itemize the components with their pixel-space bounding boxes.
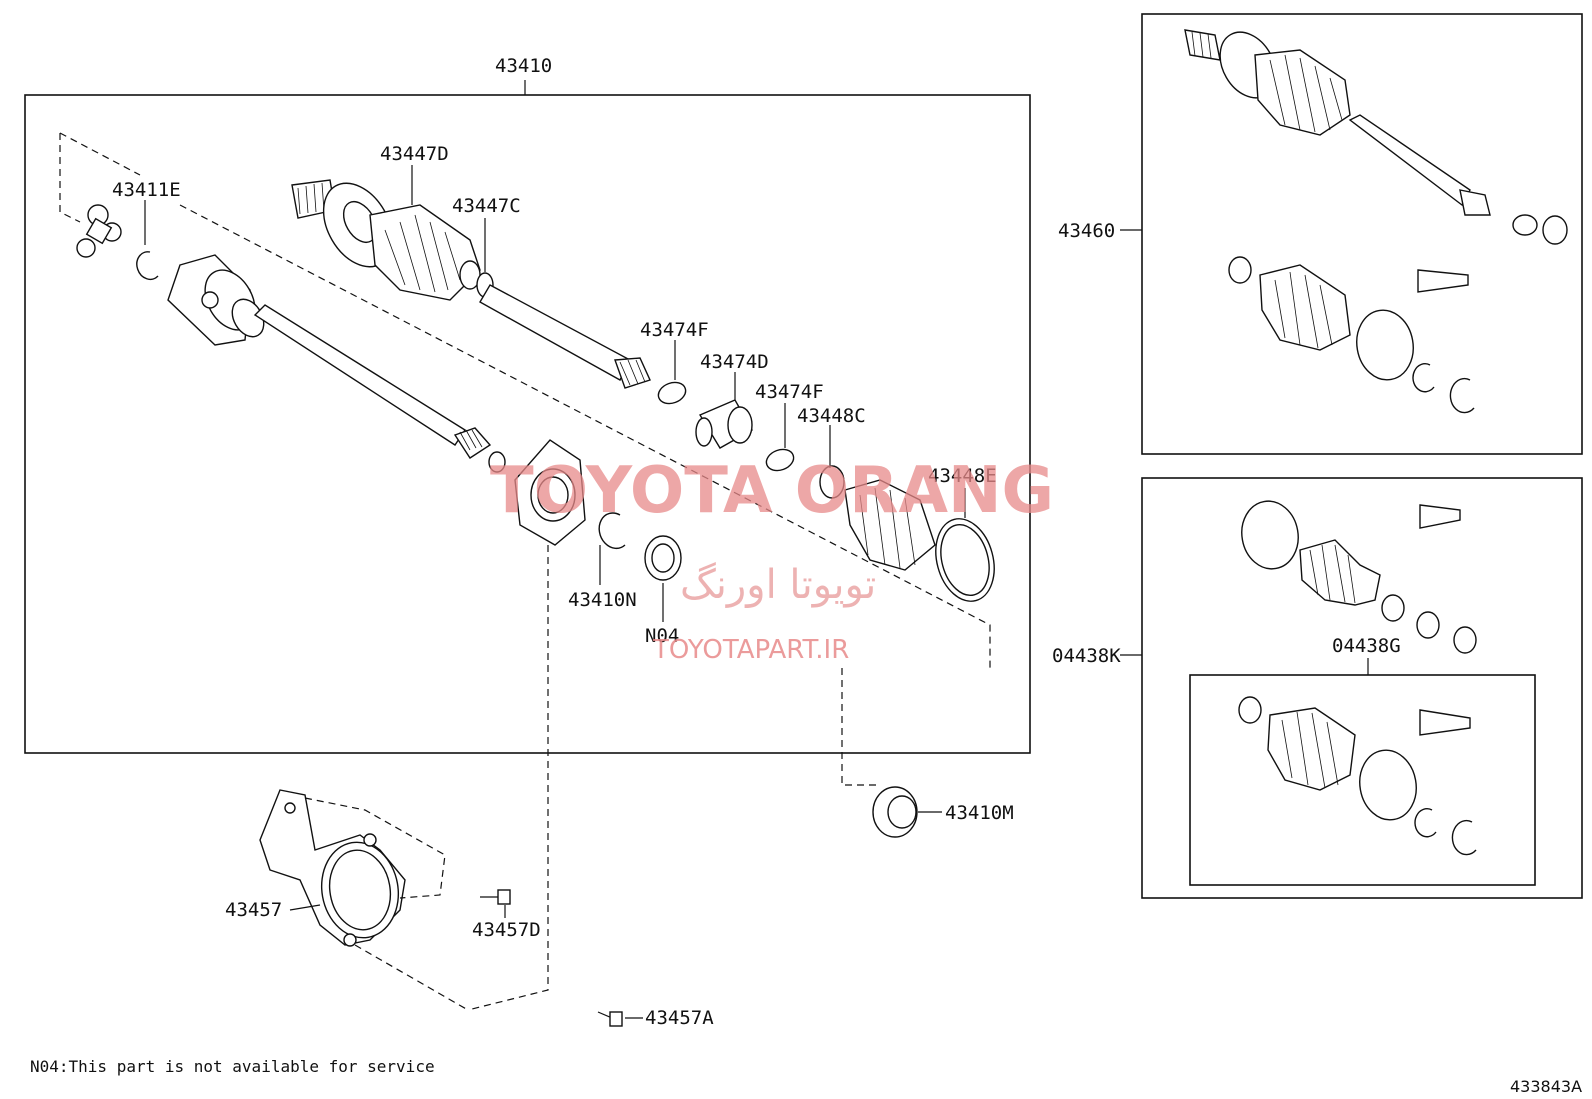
- label-boot-kit-outer[interactable]: 43460: [1058, 220, 1115, 242]
- bearing-seal-43410m[interactable]: [872, 786, 918, 838]
- label-clamp-f1[interactable]: 43474F: [640, 319, 709, 341]
- label-bracket-bolt[interactable]: 43457D: [472, 919, 541, 941]
- boot-kit-outer-boot[interactable]: [1259, 264, 1351, 351]
- label-inner-clamp-small[interactable]: 43448C: [797, 405, 866, 427]
- center-bearing[interactable]: [514, 439, 586, 546]
- inner-joint-housing[interactable]: [167, 254, 270, 346]
- label-dust-seal[interactable]: N04: [645, 625, 679, 647]
- label-boot-kit-inner[interactable]: 04438K: [1052, 645, 1121, 667]
- label-clamp-f2[interactable]: 43474F: [755, 381, 824, 403]
- outer-shaft[interactable]: [476, 272, 651, 389]
- label-bracket-bolt-2[interactable]: 43457A: [645, 1007, 714, 1029]
- snap-ring-small[interactable]: [136, 251, 159, 281]
- snap-ring-43410n[interactable]: [598, 512, 626, 550]
- label-tripod[interactable]: 43411E: [112, 179, 181, 201]
- main-assembly-box: [24, 94, 1031, 754]
- label-bearing-seal[interactable]: 43410M: [945, 802, 1014, 824]
- diagram-code: 433843A: [1510, 1077, 1582, 1096]
- bearing-bracket[interactable]: [259, 789, 406, 947]
- boot-kit-outer-box: [1141, 13, 1583, 455]
- dust-seal-n04[interactable]: [644, 535, 682, 581]
- label-damper[interactable]: 43474D: [700, 351, 769, 373]
- clamp-f2[interactable]: [763, 446, 796, 474]
- label-main-assembly[interactable]: 43410: [495, 55, 552, 77]
- boot-kit-inner-boot[interactable]: [1299, 539, 1381, 606]
- inner-boot[interactable]: [844, 479, 936, 571]
- footnote: N04:This part is not available for servi…: [30, 1057, 435, 1076]
- outer-cv-joint[interactable]: [291, 171, 481, 301]
- label-bracket[interactable]: 43457: [225, 899, 282, 921]
- clamp-f1[interactable]: [655, 379, 688, 407]
- bracket-bolt-d[interactable]: [480, 889, 511, 905]
- watermark-url: TOYOTAPART.IR: [652, 635, 849, 665]
- boot-kit-sub-boot[interactable]: [1267, 707, 1356, 791]
- drive-shaft[interactable]: [253, 304, 506, 473]
- label-outer-joint[interactable]: 43447D: [380, 143, 449, 165]
- tripod-joint[interactable]: [76, 204, 122, 258]
- boot-kit-inner-sub-box: [1189, 674, 1536, 886]
- inner-clamp-small[interactable]: [819, 465, 845, 499]
- label-snap-ring[interactable]: 43410N: [568, 589, 637, 611]
- label-outer-boot-clamp[interactable]: 43447C: [452, 195, 521, 217]
- label-boot-kit-inner-sub[interactable]: 04438G: [1332, 635, 1401, 657]
- boot-kit-outer-shaft[interactable]: [1184, 22, 1491, 216]
- boot-kit-inner-box: [1141, 477, 1583, 899]
- dynamic-damper[interactable]: [695, 399, 753, 449]
- watermark-brand: TOYOTA ORANG: [490, 454, 1054, 528]
- label-inner-clamp-large[interactable]: 43448E: [928, 465, 997, 487]
- watermark-persian: تویوتا اورنگ: [680, 562, 876, 608]
- bracket-bolt-a[interactable]: [597, 1011, 623, 1027]
